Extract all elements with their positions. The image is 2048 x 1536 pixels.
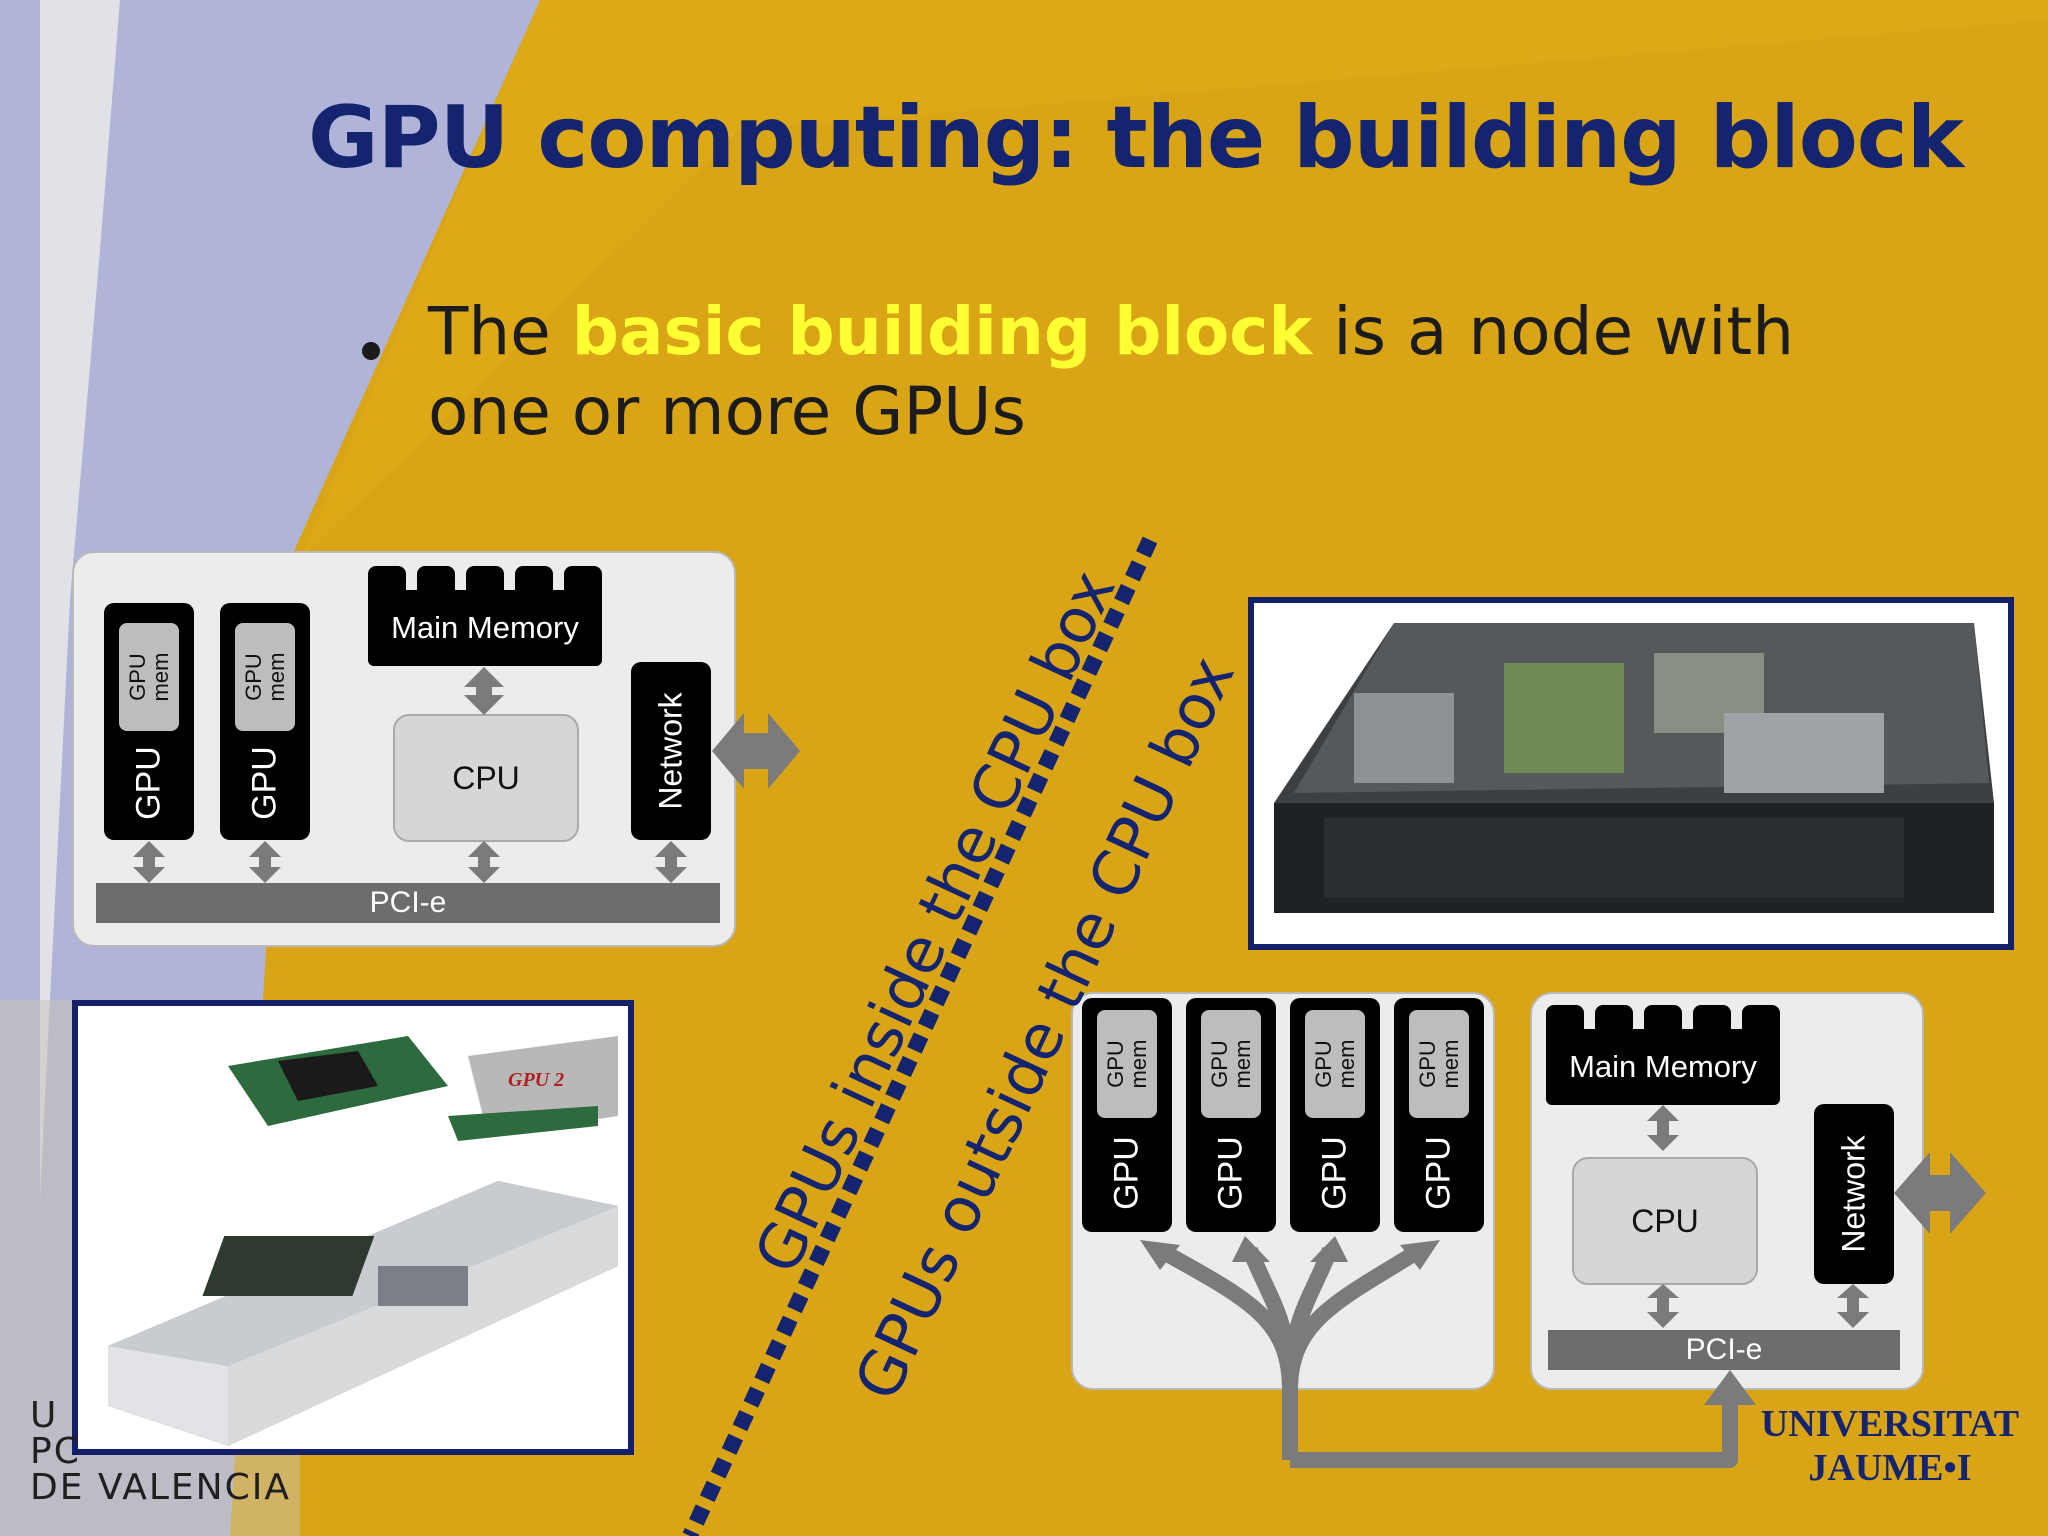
pcie-bus-outside: PCI-e	[1548, 1330, 1900, 1370]
server-photo-inside: GPU 2	[72, 1000, 634, 1455]
bullet-post: is a node with one or more GPUs	[428, 293, 1795, 450]
gpu-mem-line2: mem	[264, 652, 289, 702]
gpu-mem-line2: mem	[1334, 1039, 1359, 1089]
gpu-mem-line1: GPU	[1207, 1040, 1232, 1088]
gpu-mem-line1: GPU	[241, 653, 266, 701]
network-label: Network	[1835, 1135, 1872, 1253]
network-outside: Network	[1814, 1104, 1894, 1284]
cpu-inside: CPU	[393, 714, 579, 842]
bullet-highlight: basic building block	[571, 293, 1313, 370]
right-logo-line2: JAUME•I	[1808, 1447, 1972, 1489]
server-photo-outside	[1248, 597, 2014, 950]
slide-title: GPU computing: the building block	[308, 88, 1964, 188]
gpu-mem-line1: GPU	[1415, 1040, 1440, 1088]
left-logo-line1: U	[30, 1395, 59, 1436]
gpu-out-4-label: GPU	[1419, 1136, 1458, 1210]
gpu-out-2-label: GPU	[1211, 1136, 1250, 1210]
server-chassis-illustration: GPU 2	[108, 1036, 618, 1446]
main-memory-outside: Main Memory	[1546, 1005, 1780, 1105]
gpu-2-label: GPU	[245, 746, 284, 820]
bullet-pre: The	[428, 293, 572, 370]
left-logo-line2: PC	[30, 1431, 81, 1472]
right-logo-line1: UNIVERSITAT	[1760, 1403, 2020, 1445]
left-university-logo: U PC DE VALENCIA	[30, 1398, 291, 1506]
gpu-out-1-label: GPU	[1107, 1136, 1146, 1210]
bullet-text: The basic building block is a node with …	[428, 292, 1908, 452]
gpu-mem-line1: GPU	[125, 653, 150, 701]
gpu-mem-line2: mem	[148, 652, 173, 702]
main-memory-inside: Main Memory	[368, 566, 602, 666]
gpu-mem-line1: GPU	[1103, 1040, 1128, 1088]
gpu-mem-line2: mem	[1126, 1039, 1151, 1089]
gpu2-photo-label: GPU 2	[508, 1069, 564, 1091]
network-inside: Network	[631, 662, 711, 840]
gpu-mem-line2: mem	[1438, 1039, 1463, 1089]
gpu-out-3-label: GPU	[1315, 1136, 1354, 1210]
pcie-bus-inside: PCI-e	[96, 883, 720, 923]
main-memory-label: Main Memory	[1546, 1029, 1780, 1105]
gpu-1-label: GPU	[129, 746, 168, 820]
right-university-logo: UNIVERSITAT JAUME•I	[1750, 1402, 2030, 1490]
tesla-server-illustration	[1274, 623, 1994, 913]
cpu-outside: CPU	[1572, 1157, 1758, 1285]
left-logo-line3: DE VALENCIA	[30, 1467, 291, 1508]
gpu-mem-line1: GPU	[1311, 1040, 1336, 1088]
gpu-mem-line2: mem	[1230, 1039, 1255, 1089]
network-label: Network	[652, 692, 689, 810]
main-memory-label: Main Memory	[368, 590, 602, 666]
bullet-dot	[362, 342, 380, 360]
